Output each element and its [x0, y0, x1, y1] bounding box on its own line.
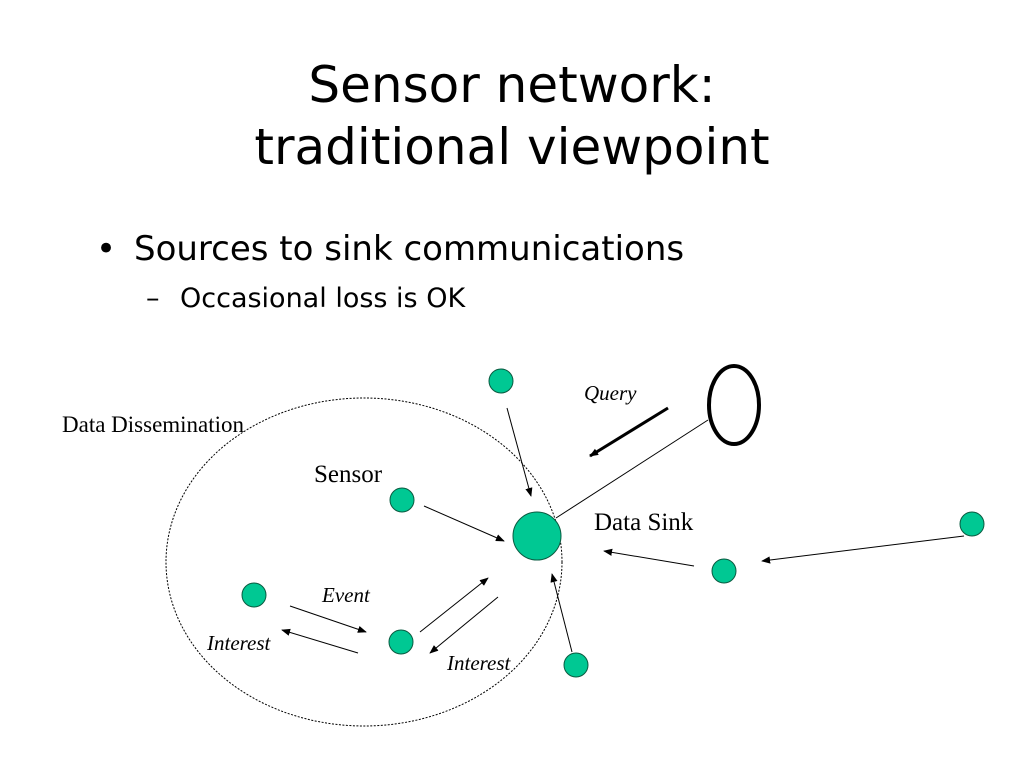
- sink-to-user-line: [555, 419, 709, 519]
- label-interest-right: Interest: [446, 651, 512, 675]
- label-data-dissemination: Data Dissemination: [62, 412, 245, 437]
- user-oval: [707, 364, 761, 446]
- sensor-node-bottom: [563, 652, 589, 678]
- label-data-sink: Data Sink: [594, 509, 694, 536]
- arrow-far-right-node: [761, 535, 965, 564]
- arrow-right-node-to-sink: [603, 548, 695, 567]
- label-interest-left: Interest: [206, 631, 272, 655]
- arrow-bottom-to-sink: [550, 573, 573, 653]
- arrow-event: [289, 605, 367, 633]
- arrow-sensor-to-sink: [423, 505, 505, 542]
- label-query: Query: [584, 381, 637, 405]
- sensor-node-labeled: [389, 487, 415, 513]
- sensor-node-far-right: [959, 511, 985, 537]
- sub-bullet-marker: –: [146, 283, 160, 314]
- arrow-middle-to-sink: [419, 577, 489, 633]
- sub-bullet-text: Occasional loss is OK: [180, 283, 466, 314]
- arrow-top-to-sink: [506, 407, 533, 497]
- label-sensor: Sensor: [314, 461, 383, 488]
- bullet-marker: •: [96, 229, 117, 269]
- sensor-node-right: [711, 558, 737, 584]
- arrow-interest-left: [281, 628, 359, 654]
- bullet-item: • Sources to sink communications: [96, 228, 684, 270]
- bullet-text: Sources to sink communications: [134, 229, 685, 269]
- query-arrow: [589, 406, 669, 458]
- arrow-interest-right: [429, 596, 499, 654]
- title-line-1: Sensor network:: [308, 56, 716, 114]
- dissemination-region: [165, 397, 563, 727]
- sensor-node-middle: [388, 629, 414, 655]
- label-event: Event: [321, 583, 371, 607]
- sink-node: [512, 511, 562, 561]
- sub-bullet-item: –Occasional loss is OK: [146, 282, 465, 316]
- title-line-2: traditional viewpoint: [254, 118, 770, 176]
- sensor-node-left: [241, 582, 267, 608]
- slide-title: Sensor network: traditional viewpoint: [0, 54, 1024, 178]
- sensor-node-top: [488, 368, 514, 394]
